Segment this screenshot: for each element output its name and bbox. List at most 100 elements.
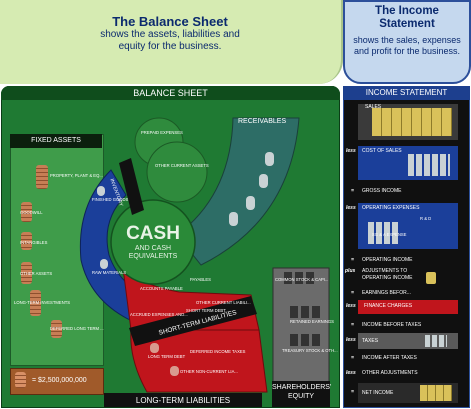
equity-cylinders-low — [290, 334, 320, 346]
coin-stack-deferred — [51, 320, 62, 338]
is-row-income-after-taxes: INCOME AFTER TAXES — [362, 355, 417, 361]
cost-of-sales-cylinders — [408, 154, 450, 176]
stl-accounts-payable: ACCOUNTS PAYABLE — [140, 286, 183, 291]
is-op-operating-expenses: less — [346, 205, 356, 211]
is-row-cost-of-sales: COST OF SALES — [362, 148, 402, 154]
is-op-taxes: less — [346, 337, 356, 343]
ltl-long-term-debt: LONG TERM DEBT — [148, 354, 186, 359]
equity-cylinders-mid — [290, 306, 320, 318]
receivables-cylinder-1 — [265, 152, 274, 166]
stl-payables: PAYABLES — [190, 277, 211, 282]
ltl-other: OTHER NON-CURRENT LIA... — [180, 369, 238, 374]
total-amount: = $2,500,000,000 — [32, 377, 87, 384]
is-row-taxes: TAXES — [362, 338, 379, 344]
taxes-cylinders — [425, 335, 447, 347]
coin-stack-ppe — [36, 165, 48, 189]
is-row-other-adjustments: OTHER ADJUSTMENTS — [362, 370, 418, 376]
other-current-assets-label: OTHER CURRENT ASSETS — [155, 163, 209, 168]
income-statement-title: INCOME STATEMENT — [365, 88, 448, 97]
income-statement-title-bar — [343, 86, 470, 100]
stl-accrued: ACCRUED EXPENSES AND... — [130, 312, 188, 317]
long-term-liabilities-title: LONG-TERM LIABILITIES — [135, 396, 231, 405]
coin-stack-other-assets — [21, 262, 32, 284]
cash-subtitle: AND CASH EQUIVALENTS — [128, 245, 178, 260]
fixed-asset-label-intangibles: INTANGIBLES — [20, 240, 48, 245]
balance-sheet-diagram — [79, 117, 330, 393]
is-op-adjustments: plus — [345, 268, 356, 274]
is-row-finance-charges: FINANCE CHARGES — [364, 303, 413, 309]
inventory-band — [119, 158, 144, 215]
balance-sheet-header-title: The Balance Sheet — [112, 14, 228, 29]
total-box — [10, 368, 104, 395]
ltl-deferred-taxes: DEFERRED INCOME TAXES — [190, 349, 246, 354]
is-op-net-income: = — [351, 389, 354, 395]
cash-circle — [110, 199, 196, 285]
is-sga-label: SG & A EXPENSE — [372, 232, 407, 237]
is-op-cost-of-sales: less — [346, 148, 356, 154]
receivables-title: RECEIVABLES — [238, 118, 287, 125]
raw-materials-cylinder — [100, 259, 108, 269]
is-row-income-before-taxes: INCOME BEFORE TAXES — [362, 322, 422, 328]
long-term-liabilities-arc — [130, 329, 268, 393]
is-op-other-adjustments: less — [346, 370, 356, 376]
fixed-asset-label-deferred: DEFERRED LONG TERM ... — [50, 326, 104, 331]
fixed-assets-title: FIXED ASSETS — [31, 137, 81, 144]
other-current-assets-circle — [146, 141, 208, 203]
balance-sheet-title-bar — [1, 86, 340, 100]
fixed-assets-title-bar — [10, 134, 102, 148]
finance-charges-block — [358, 300, 458, 314]
receivables-cylinder-4 — [229, 212, 238, 226]
is-op-gross-income: = — [351, 188, 354, 194]
cash-title: CASH — [126, 223, 180, 244]
prepaid-expenses-label: PREPAID EXPENSES — [141, 130, 183, 135]
is-row-earnings-before: EARNINGS BEFOR... — [362, 290, 411, 296]
opex-cylinders — [368, 222, 398, 244]
equity-treasury-stock: TREASURY STOCK & OTH... — [282, 348, 338, 353]
is-row-operating-income: OPERATING INCOME — [362, 257, 413, 263]
is-row-sales: SALES — [365, 104, 382, 110]
shareholders-equity-title: SHAREHOLDERS' EQUITY — [272, 384, 332, 400]
fixed-asset-label-lt-investments: LONG-TERM INVESTMENTS — [14, 300, 71, 305]
balance-sheet-title: BALANCE SHEET — [133, 88, 208, 98]
shareholders-equity-box — [272, 267, 330, 391]
coin-stack-lt-investments — [30, 290, 41, 316]
income-statement-header-title: The Income Statement — [375, 5, 439, 30]
coin-stack-goodwill — [21, 202, 32, 222]
receivables-cylinder-2 — [259, 174, 268, 188]
long-term-liabilities-title-bar — [104, 393, 262, 407]
is-op-operating-income: = — [351, 257, 354, 263]
sales-coins — [372, 108, 452, 136]
is-rd-label: R & D — [420, 216, 432, 221]
ltl-cylinder-1 — [150, 343, 159, 353]
balance-sheet-header — [0, 0, 343, 84]
is-op-earnings-before: = — [351, 290, 354, 296]
raw-materials-label: RAW MATERIALS — [92, 270, 127, 275]
finished-goods-label: FINISHED GOODS — [92, 197, 129, 202]
fixed-asset-label-other-assets: OTHER ASSETS — [20, 271, 53, 276]
is-op-income-after-taxes: = — [351, 355, 354, 361]
ltl-cylinder-2 — [170, 366, 179, 376]
coin-stack-intangibles — [21, 232, 32, 250]
is-op-finance-charges: less — [346, 303, 356, 309]
equity-common-stock: COMMON STOCK & CAPI... — [275, 277, 329, 282]
equity-retained-earnings: RETAINED EARNINGS — [290, 319, 334, 324]
finished-goods-cylinder — [97, 186, 105, 196]
equity-cylinders-top — [284, 272, 314, 284]
income-statement-header — [343, 0, 471, 84]
fixed-asset-label-ppe: PROPERTY, PLANT & EQ... — [50, 173, 103, 178]
receivables-cylinder-3 — [246, 196, 255, 210]
is-row-operating-expenses: OPERATING EXPENSES — [362, 205, 420, 211]
shareholders-equity-title-bar — [272, 381, 330, 407]
is-row-gross-income: GROSS INCOME — [362, 188, 402, 194]
is-row-adjustments: ADJUSTMENTS TO OPERATING INCOME — [362, 268, 413, 281]
balance-sheet-header-subtitle: shows the assets, liabilities and equity… — [100, 29, 240, 52]
income-statement-header-subtitle: shows the sales, expenses and profit for… — [353, 35, 461, 56]
total-coin-stack — [15, 372, 26, 388]
stl-other-current: OTHER CURRENT LIABILI... — [196, 300, 251, 305]
net-income-coins — [420, 385, 452, 401]
stl-short-term-debt: SHORT TERM DEBT... — [186, 308, 229, 313]
short-term-liabilities-band — [129, 296, 257, 346]
fixed-asset-label-goodwill: GOODWILL — [20, 210, 43, 215]
is-op-income-before-taxes: = — [351, 322, 354, 328]
adjustments-coin — [426, 272, 436, 284]
